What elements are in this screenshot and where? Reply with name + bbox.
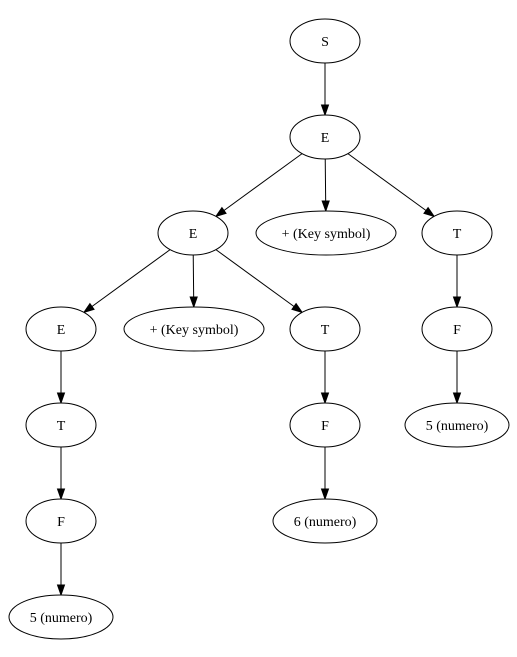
edge-n1-n2	[214, 153, 303, 218]
node-ellipse	[289, 114, 361, 160]
node-key-symbol: + (Key symbol)	[255, 210, 397, 256]
node-ellipse	[421, 306, 493, 352]
arrowhead	[320, 488, 330, 501]
node-label: 5 (numero)	[30, 611, 93, 626]
node-label: F	[57, 515, 65, 530]
edge-n4-n8	[452, 255, 462, 309]
node-label: E	[189, 227, 198, 242]
node-label: E	[321, 131, 330, 146]
edge-n2-n7	[215, 249, 304, 314]
node-e: E	[25, 306, 97, 352]
arrowhead	[320, 392, 330, 405]
node-f: F	[289, 402, 361, 448]
edge-n0-n1	[320, 63, 330, 117]
edge-n7-n10	[320, 351, 330, 405]
arrowhead	[189, 296, 198, 309]
node-5-numero: 5 (numero)	[8, 594, 114, 640]
node-5-numero: 5 (numero)	[404, 402, 510, 448]
arrowhead	[56, 584, 66, 597]
node-ellipse	[255, 210, 397, 256]
node-t: T	[421, 210, 493, 256]
node-e: E	[157, 210, 229, 256]
node-t: T	[289, 306, 361, 352]
node-f: F	[421, 306, 493, 352]
node-label: E	[57, 323, 66, 338]
node-label: S	[321, 35, 329, 50]
node-ellipse	[272, 498, 378, 544]
edge-n5-n9	[56, 351, 66, 405]
node-ellipse	[289, 306, 361, 352]
arrowhead	[452, 296, 462, 309]
edge-line	[347, 153, 427, 211]
edge-line	[215, 249, 295, 307]
node-s: S	[289, 18, 361, 64]
node-ellipse	[404, 402, 510, 448]
node-label: T	[321, 323, 330, 338]
edge-n1-n4	[347, 153, 436, 218]
edge-n1-n3	[321, 158, 330, 213]
edge-n12-n14	[56, 543, 66, 597]
node-layer: S E E + (Key symbol) T E + (Key symbol) T F T F 5 (…	[8, 18, 510, 640]
node-ellipse	[25, 498, 97, 544]
node-label: T	[57, 419, 66, 434]
node-ellipse	[157, 210, 229, 256]
node-ellipse	[421, 210, 493, 256]
node-label: F	[321, 419, 329, 434]
node-6-numero: 6 (numero)	[272, 498, 378, 544]
node-ellipse	[8, 594, 114, 640]
arrowhead	[423, 206, 436, 218]
arrowhead	[82, 302, 95, 314]
arrowhead	[321, 200, 330, 213]
node-t: T	[25, 402, 97, 448]
edge-n2-n6	[189, 254, 198, 309]
node-ellipse	[25, 306, 97, 352]
node-key-symbol: + (Key symbol)	[123, 306, 265, 352]
edge-n8-n11	[452, 351, 462, 405]
arrowhead	[452, 392, 462, 405]
edge-n2-n5	[82, 249, 171, 314]
arrowhead	[56, 392, 66, 405]
node-label: 6 (numero)	[294, 515, 357, 530]
node-ellipse	[289, 402, 361, 448]
node-label: F	[453, 323, 461, 338]
arrowhead	[214, 206, 227, 218]
edge-n9-n12	[56, 447, 66, 501]
node-ellipse	[289, 18, 361, 64]
node-label: T	[453, 227, 462, 242]
node-ellipse	[25, 402, 97, 448]
edge-line	[91, 249, 171, 307]
arrowhead	[320, 104, 330, 117]
node-ellipse	[123, 306, 265, 352]
edge-n10-n13	[320, 447, 330, 501]
node-label: 5 (numero)	[426, 419, 489, 434]
edge-line	[223, 153, 303, 211]
arrowhead	[291, 302, 304, 314]
node-f: F	[25, 498, 97, 544]
node-e: E	[289, 114, 361, 160]
node-label: + (Key symbol)	[150, 323, 239, 338]
arrowhead	[56, 488, 66, 501]
edge-layer	[56, 63, 462, 597]
node-label: + (Key symbol)	[282, 227, 371, 242]
